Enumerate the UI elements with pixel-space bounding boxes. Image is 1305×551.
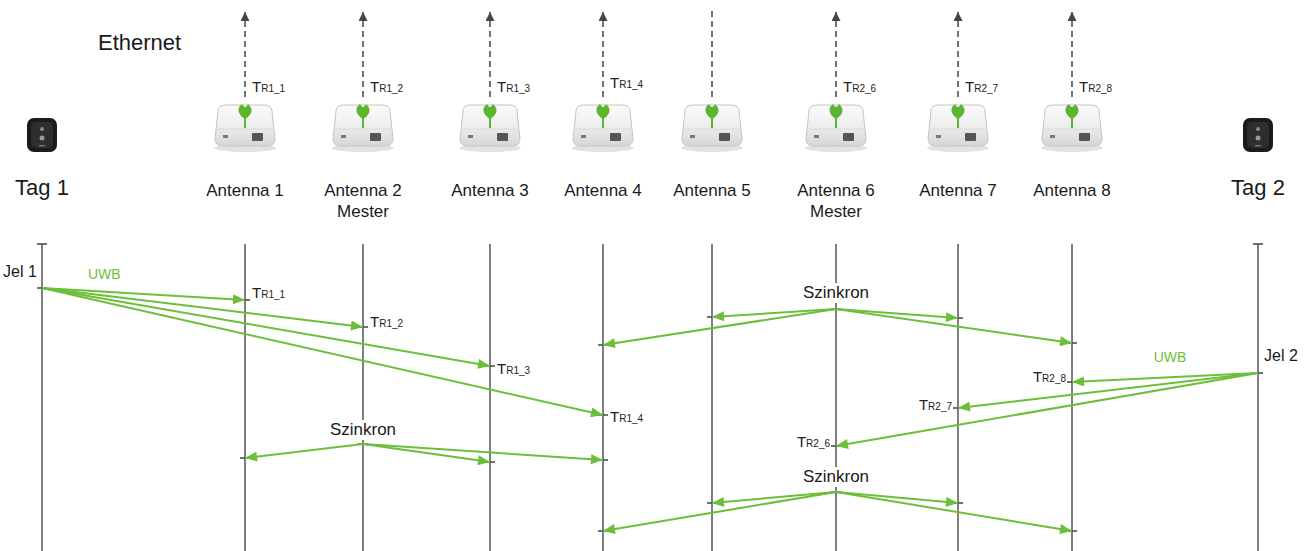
lifeline	[41, 244, 43, 551]
signal-arrow	[42, 288, 363, 327]
node-text: Tag 2	[1227, 174, 1289, 202]
signal-arrow	[836, 492, 1072, 531]
lifeline	[244, 244, 246, 551]
lifeline	[957, 244, 959, 551]
uplink	[957, 12, 959, 97]
node-text: Antenna 6	[793, 180, 879, 201]
antenna-device	[805, 104, 867, 152]
node-text: Antenna 4	[560, 180, 646, 201]
tag-device	[27, 118, 57, 152]
antenna-node: Antenna 7	[915, 180, 1001, 547]
tag-node: Tag 1	[11, 174, 73, 547]
uplink	[711, 8, 713, 97]
uplink	[489, 12, 491, 97]
sync-label: Szinkron	[800, 467, 872, 487]
timestamp-label: TR1_1	[252, 284, 285, 303]
signal-label: Jel 1	[3, 262, 37, 281]
timestamp-label: TR1_4	[610, 74, 643, 93]
node-text: Antenna 5	[669, 180, 755, 201]
antenna-device	[459, 104, 521, 152]
node-text: Antenna 1	[202, 180, 288, 201]
antenna-node: Antenna 5	[669, 180, 755, 547]
timestamp-label: TR2_7	[919, 396, 952, 415]
node-text: Tag 1	[11, 174, 73, 202]
antenna-node: Antenna 6Mester	[793, 180, 879, 547]
antenna-node: Antenna 2Mester	[320, 180, 406, 547]
timestamp-label: TR1_3	[497, 360, 530, 379]
antenna-device	[681, 104, 743, 152]
node-text: Antenna 3	[447, 180, 533, 201]
timestamp-label: TR1_3	[497, 78, 530, 97]
antenna-device	[332, 104, 394, 152]
timestamp-label: TR1_2	[370, 313, 403, 332]
uplink	[1071, 12, 1073, 97]
antenna-device	[1041, 104, 1103, 152]
signal-label: Jel 2	[1264, 346, 1298, 365]
sync-label: Szinkron	[800, 283, 872, 303]
timestamp-label: TR2_7	[965, 78, 998, 97]
antenna-device	[927, 104, 989, 152]
signal-arrow	[836, 309, 958, 318]
antenna-node: Antenna 8	[1029, 180, 1115, 547]
uplink	[244, 12, 246, 97]
signal-arrow	[245, 444, 363, 458]
timestamp-label: TR2_6	[843, 78, 876, 97]
timestamp-label: TR2_6	[797, 433, 830, 452]
signal-arrow	[603, 309, 836, 345]
antenna-device	[572, 104, 634, 152]
timestamp-label: TR2_8	[1033, 368, 1066, 387]
lifelines	[42, 244, 1258, 551]
node-text: Antenna 7	[915, 180, 1001, 201]
timestamp-label: TR1_1	[252, 78, 285, 97]
signal-arrow	[712, 309, 836, 317]
radio-label: UWB	[88, 266, 121, 283]
tag-device	[1243, 118, 1273, 152]
signal-arrow	[603, 492, 836, 531]
lifeline	[1257, 244, 1259, 551]
signal-arrow	[363, 444, 603, 460]
timestamp-label: TR2_8	[1079, 78, 1112, 97]
antenna-node: Antenna 1	[202, 180, 288, 547]
lifeline	[711, 244, 713, 551]
ethernet-uplinks	[245, 8, 1072, 97]
network-label: Ethernet	[98, 30, 181, 56]
sync-label: Szinkron	[327, 420, 399, 440]
node-text: Antenna 8	[1029, 180, 1115, 201]
signal-arrow	[42, 288, 603, 415]
signal-arrow	[363, 444, 490, 462]
antenna-node: Antenna 4	[560, 180, 646, 547]
antenna-node: Antenna 3	[447, 180, 533, 547]
timestamp-label: TR1_2	[370, 78, 403, 97]
node-text: Mester	[320, 201, 406, 222]
event-ticks	[37, 244, 1263, 531]
radio-label: UWB	[1154, 349, 1187, 366]
node-text: Antenna 2	[320, 180, 406, 201]
uplink	[602, 12, 604, 97]
uplink	[362, 12, 364, 97]
antenna-device	[214, 104, 276, 152]
lifeline	[489, 244, 491, 551]
lifeline	[362, 244, 364, 551]
uplink	[835, 12, 837, 97]
timestamp-label: TR1_4	[610, 408, 643, 427]
lifeline	[1071, 244, 1073, 551]
node-text: Mester	[793, 201, 879, 222]
signal-arrow	[712, 492, 836, 503]
signal-arrow	[958, 373, 1258, 408]
lifeline	[602, 244, 604, 551]
signal-arrow	[836, 309, 1072, 343]
